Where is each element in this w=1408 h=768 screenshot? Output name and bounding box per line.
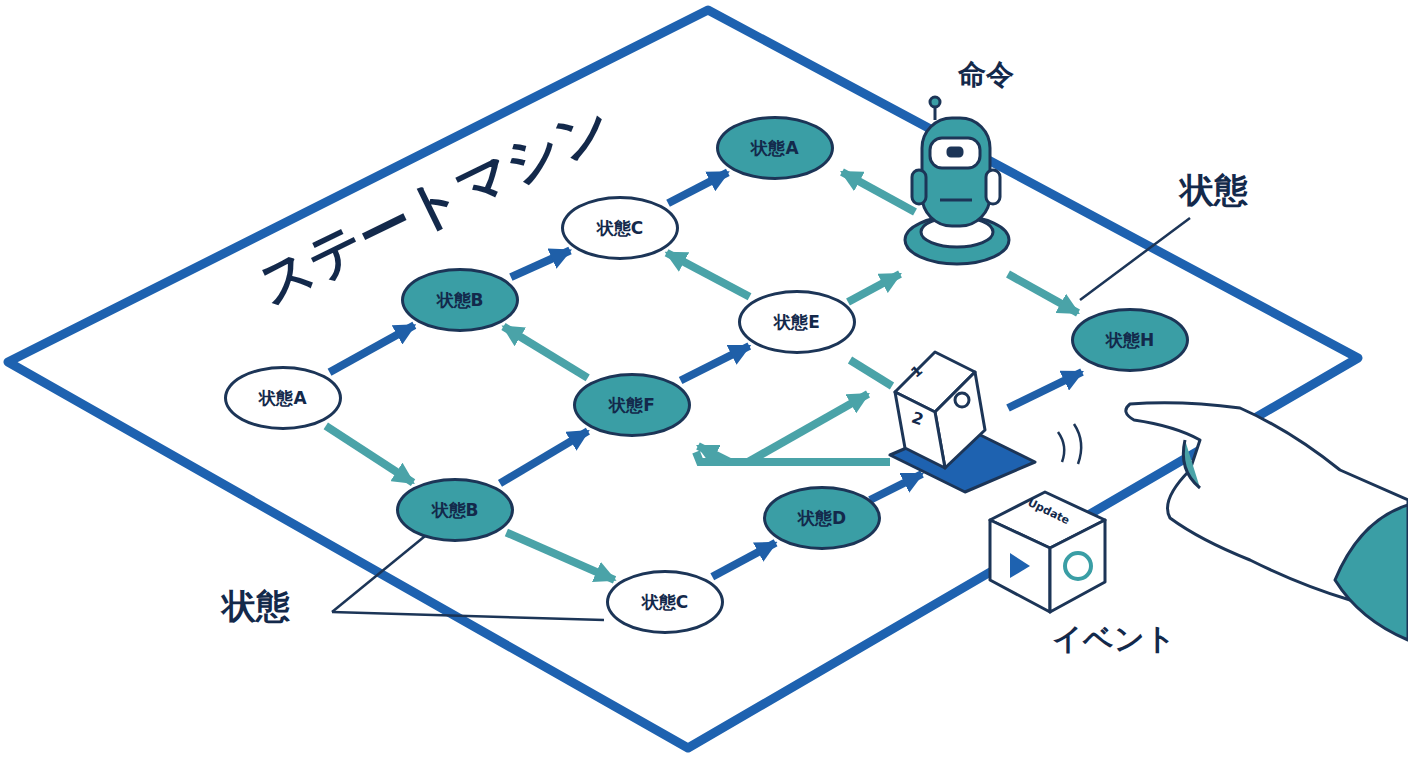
state-node: 状態B xyxy=(396,478,514,542)
dice-number: 2 xyxy=(909,409,925,429)
state-name: 状態E xyxy=(774,311,820,334)
state-name: 状態F xyxy=(609,394,655,417)
state-node: 状態A xyxy=(224,366,342,430)
dice xyxy=(890,352,1035,492)
transition-arrow xyxy=(326,426,413,483)
transition-arrow xyxy=(503,327,587,378)
update-cube xyxy=(990,492,1105,612)
transition-arrow xyxy=(500,431,588,483)
state-name: 状態C xyxy=(642,591,688,614)
transition-arrow xyxy=(712,543,775,577)
state-node: 状態C xyxy=(561,196,679,260)
state-node: 状態D xyxy=(763,486,881,550)
layout-arrows xyxy=(696,172,1082,500)
state-node: 状態B xyxy=(401,268,519,332)
board xyxy=(8,10,1358,748)
leader-lines xyxy=(332,218,1190,620)
state-name: 状態C xyxy=(597,217,643,240)
transition-arrow xyxy=(506,533,614,580)
state-name: 状態B xyxy=(437,289,484,312)
transition-arrow xyxy=(667,253,750,297)
state-node: 状態H xyxy=(1071,308,1189,372)
robot-figure xyxy=(905,97,1009,264)
cube-face-text: Update xyxy=(1026,497,1072,528)
state-name: 状態H xyxy=(1106,329,1154,352)
command-label: 命令 xyxy=(958,60,1014,91)
transition-arrow xyxy=(511,250,570,277)
dice-number: 1 xyxy=(908,363,925,381)
transition-arrow xyxy=(668,172,728,203)
transition-arrow xyxy=(681,346,750,381)
state-node: 状態F xyxy=(573,373,691,437)
hand xyxy=(1126,403,1408,640)
state-label: 状態 xyxy=(1180,172,1248,209)
state-node: 状態A xyxy=(716,116,834,180)
state-name: 状態B xyxy=(432,499,479,522)
state-node: 状態C xyxy=(606,570,724,634)
state-name: 状態A xyxy=(259,387,306,410)
transition-arrow xyxy=(330,325,415,372)
motion-lines xyxy=(1058,424,1081,464)
state-name: 状態D xyxy=(798,507,846,530)
state-name: 状態A xyxy=(751,137,798,160)
state-node: 状態E xyxy=(738,290,856,354)
state-label: 状態 xyxy=(222,588,290,625)
event-label: イベント xyxy=(1052,622,1176,655)
